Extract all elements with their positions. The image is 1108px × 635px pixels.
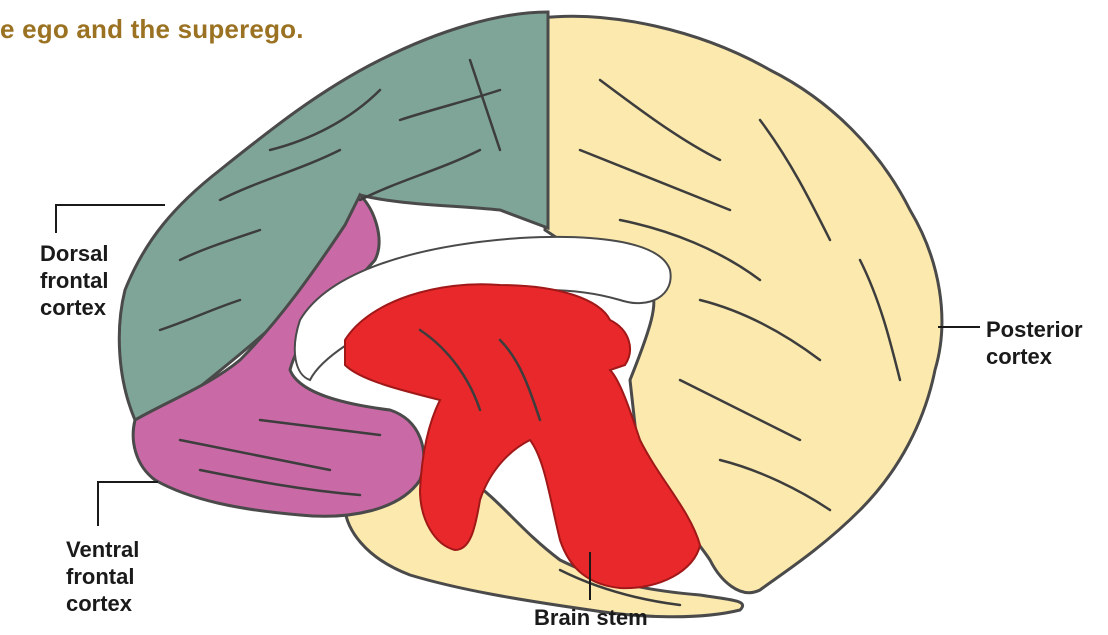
label-posterior-cortex: Posterior cortex [986, 316, 1083, 370]
label-line: cortex [66, 590, 139, 617]
label-line: Ventral [66, 536, 139, 563]
label-line: cortex [986, 343, 1083, 370]
label-brain-stem: Brain stem [534, 604, 648, 631]
label-dorsal-frontal-cortex: Dorsal frontal cortex [40, 240, 108, 321]
label-line: Dorsal [40, 240, 108, 267]
label-line: Posterior [986, 316, 1083, 343]
label-ventral-frontal-cortex: Ventral frontal cortex [66, 536, 139, 617]
ventral-leader [98, 482, 158, 526]
label-line: frontal [40, 267, 108, 294]
label-line: cortex [40, 294, 108, 321]
label-line: Brain stem [534, 604, 648, 631]
dorsal-leader [56, 205, 165, 233]
label-line: frontal [66, 563, 139, 590]
